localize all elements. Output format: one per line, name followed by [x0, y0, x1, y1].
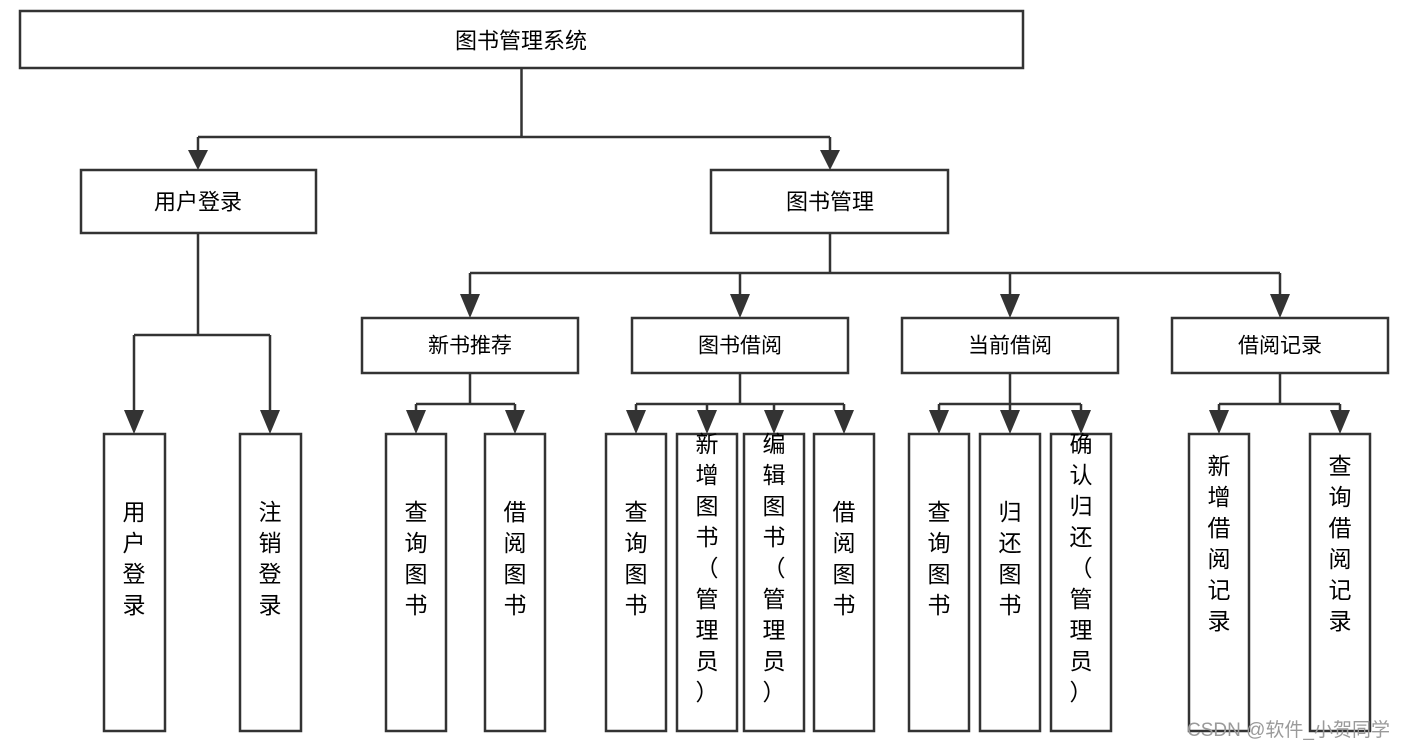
node-leaf-add-record-box[interactable]	[1187, 432, 1251, 733]
node-leaf-confirm-return-label: 确认归还（管理员）	[1070, 431, 1093, 705]
node-leaf-return-book-label: 归还图书	[999, 499, 1022, 618]
arrowhead-leaf-query-book-1	[406, 410, 426, 434]
arrowhead-leaf-add-record	[1209, 410, 1229, 434]
node-leaf-query-book-3-label: 查询图书	[928, 499, 951, 618]
node-leaf-borrow-book-2-box[interactable]	[812, 432, 876, 733]
arrowhead-new-book-recommend	[460, 294, 480, 318]
node-book-borrow-label: 图书借阅	[698, 335, 782, 358]
node-leaf-user-login[interactable]: 用户登录	[102, 432, 167, 733]
node-current-borrow-box[interactable]	[900, 316, 1120, 375]
arrowhead-leaf-query-book-2	[626, 410, 646, 434]
node-leaf-add-book-label: 新增图书（管理员）	[696, 431, 719, 705]
node-leaf-add-book[interactable]: 新增图书（管理员）	[675, 431, 739, 733]
arrowhead-borrow-record	[1270, 294, 1290, 318]
node-leaf-user-login-box[interactable]	[102, 432, 167, 733]
node-leaf-logout-login-box[interactable]	[238, 432, 303, 733]
node-book-management-box[interactable]	[709, 168, 950, 235]
node-leaf-add-book-box[interactable]	[675, 432, 739, 733]
node-new-book-recommend[interactable]: 新书推荐	[360, 316, 580, 375]
csdn-watermark: CSDN @软件_小贺同学	[1187, 719, 1390, 741]
arrowhead-leaf-borrow-book-2	[834, 410, 854, 434]
arrowhead-leaf-edit-book	[764, 410, 784, 434]
arrowhead-current-borrow	[1000, 294, 1020, 318]
node-book-borrow[interactable]: 图书借阅	[630, 316, 850, 375]
node-book-management-label: 图书管理	[786, 190, 874, 215]
node-leaf-user-login-label: 用户登录	[123, 499, 146, 618]
node-leaf-add-record[interactable]: 新增借阅记录	[1187, 432, 1251, 733]
connector-layer	[124, 68, 1350, 434]
node-leaf-edit-book-label: 编辑图书（管理员）	[763, 431, 786, 705]
arrowhead-leaf-query-record	[1330, 410, 1350, 434]
node-new-book-recommend-box[interactable]	[360, 316, 580, 375]
node-leaf-query-record[interactable]: 查询借阅记录	[1308, 432, 1372, 733]
arrowhead-book-management	[820, 150, 840, 170]
node-leaf-query-book-3-box[interactable]	[907, 432, 971, 733]
node-leaf-borrow-book-1-label: 借阅图书	[504, 499, 527, 618]
node-user-login[interactable]: 用户登录	[79, 168, 318, 235]
arrowhead-leaf-user-login	[124, 410, 144, 434]
arrowhead-leaf-add-book	[697, 410, 717, 434]
node-borrow-record-label: 借阅记录	[1238, 335, 1322, 358]
node-leaf-confirm-return[interactable]: 确认归还（管理员）	[1049, 431, 1113, 733]
node-leaf-query-book-1[interactable]: 查询图书	[384, 432, 448, 733]
node-root[interactable]: 图书管理系统	[18, 9, 1025, 70]
node-root-box[interactable]	[18, 9, 1025, 70]
node-current-borrow-label: 当前借阅	[968, 335, 1052, 358]
arrowhead-leaf-query-book-3	[929, 410, 949, 434]
node-leaf-query-book-3[interactable]: 查询图书	[907, 432, 971, 733]
node-leaf-query-book-2[interactable]: 查询图书	[604, 432, 668, 733]
node-leaf-logout-login-label: 注销登录	[259, 499, 282, 618]
node-user-login-box[interactable]	[79, 168, 318, 235]
node-leaf-logout-login[interactable]: 注销登录	[238, 432, 303, 733]
node-leaf-query-record-box[interactable]	[1308, 432, 1372, 733]
node-leaf-query-book-1-label: 查询图书	[405, 499, 428, 618]
arrowhead-leaf-confirm-return	[1071, 410, 1091, 434]
node-book-borrow-box[interactable]	[630, 316, 850, 375]
node-borrow-record[interactable]: 借阅记录	[1170, 316, 1390, 375]
arrowhead-user-login	[188, 150, 208, 170]
node-leaf-edit-book-box[interactable]	[742, 432, 806, 733]
node-leaf-query-book-2-box[interactable]	[604, 432, 668, 733]
node-leaf-query-record-label: 查询借阅记录	[1329, 453, 1352, 634]
node-user-login-label: 用户登录	[154, 190, 242, 215]
node-leaf-borrow-book-2[interactable]: 借阅图书	[812, 432, 876, 733]
node-leaf-borrow-book-1-box[interactable]	[483, 432, 547, 733]
node-current-borrow[interactable]: 当前借阅	[900, 316, 1120, 375]
node-leaf-confirm-return-box[interactable]	[1049, 432, 1113, 733]
arrowhead-leaf-borrow-book-1	[505, 410, 525, 434]
node-leaf-borrow-book-1[interactable]: 借阅图书	[483, 432, 547, 733]
node-leaf-return-book-box[interactable]	[978, 432, 1042, 733]
node-borrow-record-box[interactable]	[1170, 316, 1390, 375]
node-leaf-return-book[interactable]: 归还图书	[978, 432, 1042, 733]
node-root-label: 图书管理系统	[455, 29, 587, 54]
node-leaf-edit-book[interactable]: 编辑图书（管理员）	[742, 431, 806, 733]
node-new-book-recommend-label: 新书推荐	[428, 335, 512, 358]
node-leaf-query-book-1-box[interactable]	[384, 432, 448, 733]
node-leaf-borrow-book-2-label: 借阅图书	[833, 499, 856, 618]
arrowhead-leaf-return-book	[1000, 410, 1020, 434]
node-book-management[interactable]: 图书管理	[709, 168, 950, 235]
node-leaf-query-book-2-label: 查询图书	[625, 499, 648, 618]
arrowhead-book-borrow	[730, 294, 750, 318]
arrowhead-leaf-logout-login	[260, 410, 280, 434]
node-leaf-add-record-label: 新增借阅记录	[1208, 453, 1231, 634]
